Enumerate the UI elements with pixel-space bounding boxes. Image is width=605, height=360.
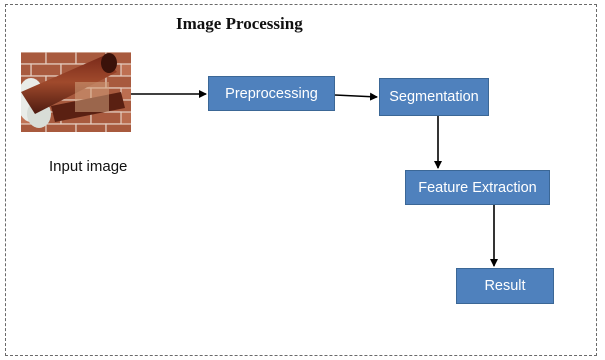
segmentation-box: Segmentation xyxy=(379,78,489,116)
diagram-title: Image Processing xyxy=(176,14,303,33)
input-image-caption: Input image xyxy=(49,158,128,175)
diagram-frame xyxy=(5,4,597,356)
result-box: Result xyxy=(456,268,554,304)
photo-image-icon xyxy=(21,52,131,132)
feature-extraction-box: Feature Extraction xyxy=(405,170,550,205)
preprocessing-box: Preprocessing xyxy=(208,76,335,111)
